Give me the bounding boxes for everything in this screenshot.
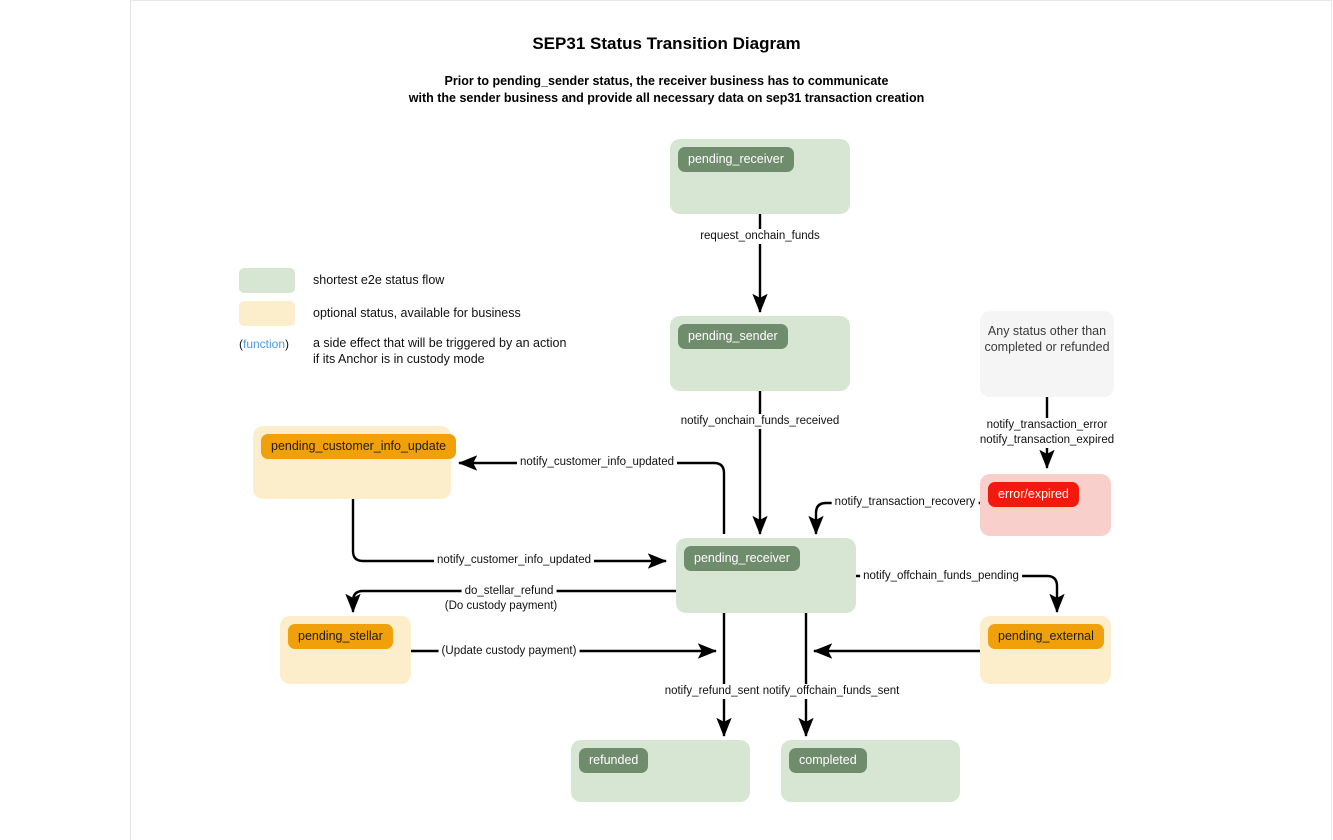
edge-label-notify-customer-info-updated-forward: notify_customer_info_updated [433, 553, 595, 568]
paren-open: ( [441, 645, 446, 657]
edge-label-notify-offchain-funds-pending: notify_offchain_funds_pending [860, 569, 1022, 584]
legend-swatch-cream [239, 301, 295, 326]
page-subtitle-line2: with the sender business and provide all… [408, 91, 925, 105]
edge-label-notify-transaction-recovery: notify_transaction_recovery [831, 495, 979, 510]
page-subtitle: Prior to pending_sender status, the rece… [0, 73, 1333, 107]
node-pending-receiver-top[interactable]: pending_receiver [670, 139, 850, 214]
node-label-any-status-line2: completed or refunded [984, 340, 1110, 354]
edge-label-notify-transaction-error: notify_transaction_error [983, 418, 1111, 433]
node-label-pending-receiver-top: pending_receiver [678, 147, 794, 172]
node-refunded[interactable]: refunded [571, 740, 750, 802]
edge-label-request-onchain-funds: request_onchain_funds [697, 229, 823, 244]
node-label-any-status-line1: Any status other than [987, 324, 1107, 338]
node-label-error-expired: error/expired [988, 482, 1079, 507]
page-frame-left [130, 0, 131, 840]
page-frame-right [1331, 0, 1332, 840]
legend-label-function: a side effect that will be triggered by … [313, 334, 566, 367]
node-label-any-status: Any status other than completed or refun… [984, 323, 1109, 355]
function-label-do-custody-payment: Do custody payment [448, 600, 554, 612]
paren-close: ) [553, 600, 558, 612]
edge-label-update-custody-payment: (Update custody payment) [438, 644, 580, 659]
page-title: SEP31 Status Transition Diagram [532, 34, 801, 53]
node-label-refunded: refunded [579, 748, 649, 773]
node-pending-stellar[interactable]: pending_stellar [280, 616, 411, 684]
legend-item-shortest-flow: shortest e2e status flow [239, 268, 566, 293]
legend-label-function-line1: a side effect that will be triggered by … [313, 336, 567, 350]
legend-word-function: function [243, 337, 286, 351]
edge-notify-customer-info-updated-return [458, 455, 726, 534]
edge-notify-customer-info-updated-forward [351, 499, 667, 569]
edge-notify-offchain-funds-pending [856, 574, 1065, 613]
edge-label-notify-refund-sent: notify_refund_sent [661, 684, 763, 699]
paren-close: ) [572, 645, 577, 657]
node-pending-receiver-mid[interactable]: pending_receiver [676, 538, 856, 613]
edge-label-do-stellar-refund: do_stellar_refund [461, 584, 557, 599]
legend-item-function: (function) a side effect that will be tr… [239, 334, 566, 367]
legend-paren-open: ( [239, 337, 243, 351]
edge-label-notify-offchain-funds-sent: notify_offchain_funds_sent [759, 684, 903, 699]
node-pending-external[interactable]: pending_external [980, 616, 1111, 684]
node-label-pending-customer-info-update: pending_customer_info_update [261, 434, 457, 459]
function-label-update-custody-payment: Update custody payment [445, 645, 573, 657]
edge-notify-transaction-recovery [808, 501, 985, 535]
edge-do-stellar-refund [345, 589, 676, 613]
legend-paren-close: ) [285, 337, 290, 351]
node-completed[interactable]: completed [781, 740, 960, 802]
node-label-pending-sender: pending_sender [678, 324, 788, 349]
node-pending-sender[interactable]: pending_sender [670, 316, 850, 391]
page-frame-top [131, 0, 1332, 1]
edge-label-do-custody-payment: (Do custody payment) [441, 599, 561, 614]
legend-key-function: (function) [239, 334, 295, 351]
node-label-pending-external: pending_external [988, 624, 1104, 649]
edge-label-notify-customer-info-updated-return: notify_customer_info_updated [516, 455, 678, 470]
legend-swatch-green [239, 268, 295, 293]
node-pending-customer-info-update[interactable]: pending_customer_info_update [253, 426, 457, 499]
node-error-expired[interactable]: error/expired [980, 474, 1111, 536]
legend-item-optional-status: optional status, available for business [239, 301, 566, 326]
node-label-pending-stellar: pending_stellar [288, 624, 393, 649]
node-any-status[interactable]: Any status other than completed or refun… [980, 311, 1114, 397]
legend-label-shortest-flow: shortest e2e status flow [313, 273, 445, 287]
node-label-completed: completed [789, 748, 867, 773]
node-label-pending-receiver-mid: pending_receiver [684, 546, 800, 571]
edge-label-notify-onchain-funds-received: notify_onchain_funds_received [677, 414, 843, 429]
legend-label-optional-status: optional status, available for business [313, 306, 521, 320]
legend-label-function-line2: if its Anchor is in custody mode [313, 352, 485, 366]
edge-label-notify-transaction-expired: notify_transaction_expired [976, 433, 1118, 448]
page-subtitle-line1: Prior to pending_sender status, the rece… [444, 74, 889, 88]
legend: shortest e2e status flow optional status… [239, 268, 566, 375]
paren-open: ( [444, 600, 449, 612]
